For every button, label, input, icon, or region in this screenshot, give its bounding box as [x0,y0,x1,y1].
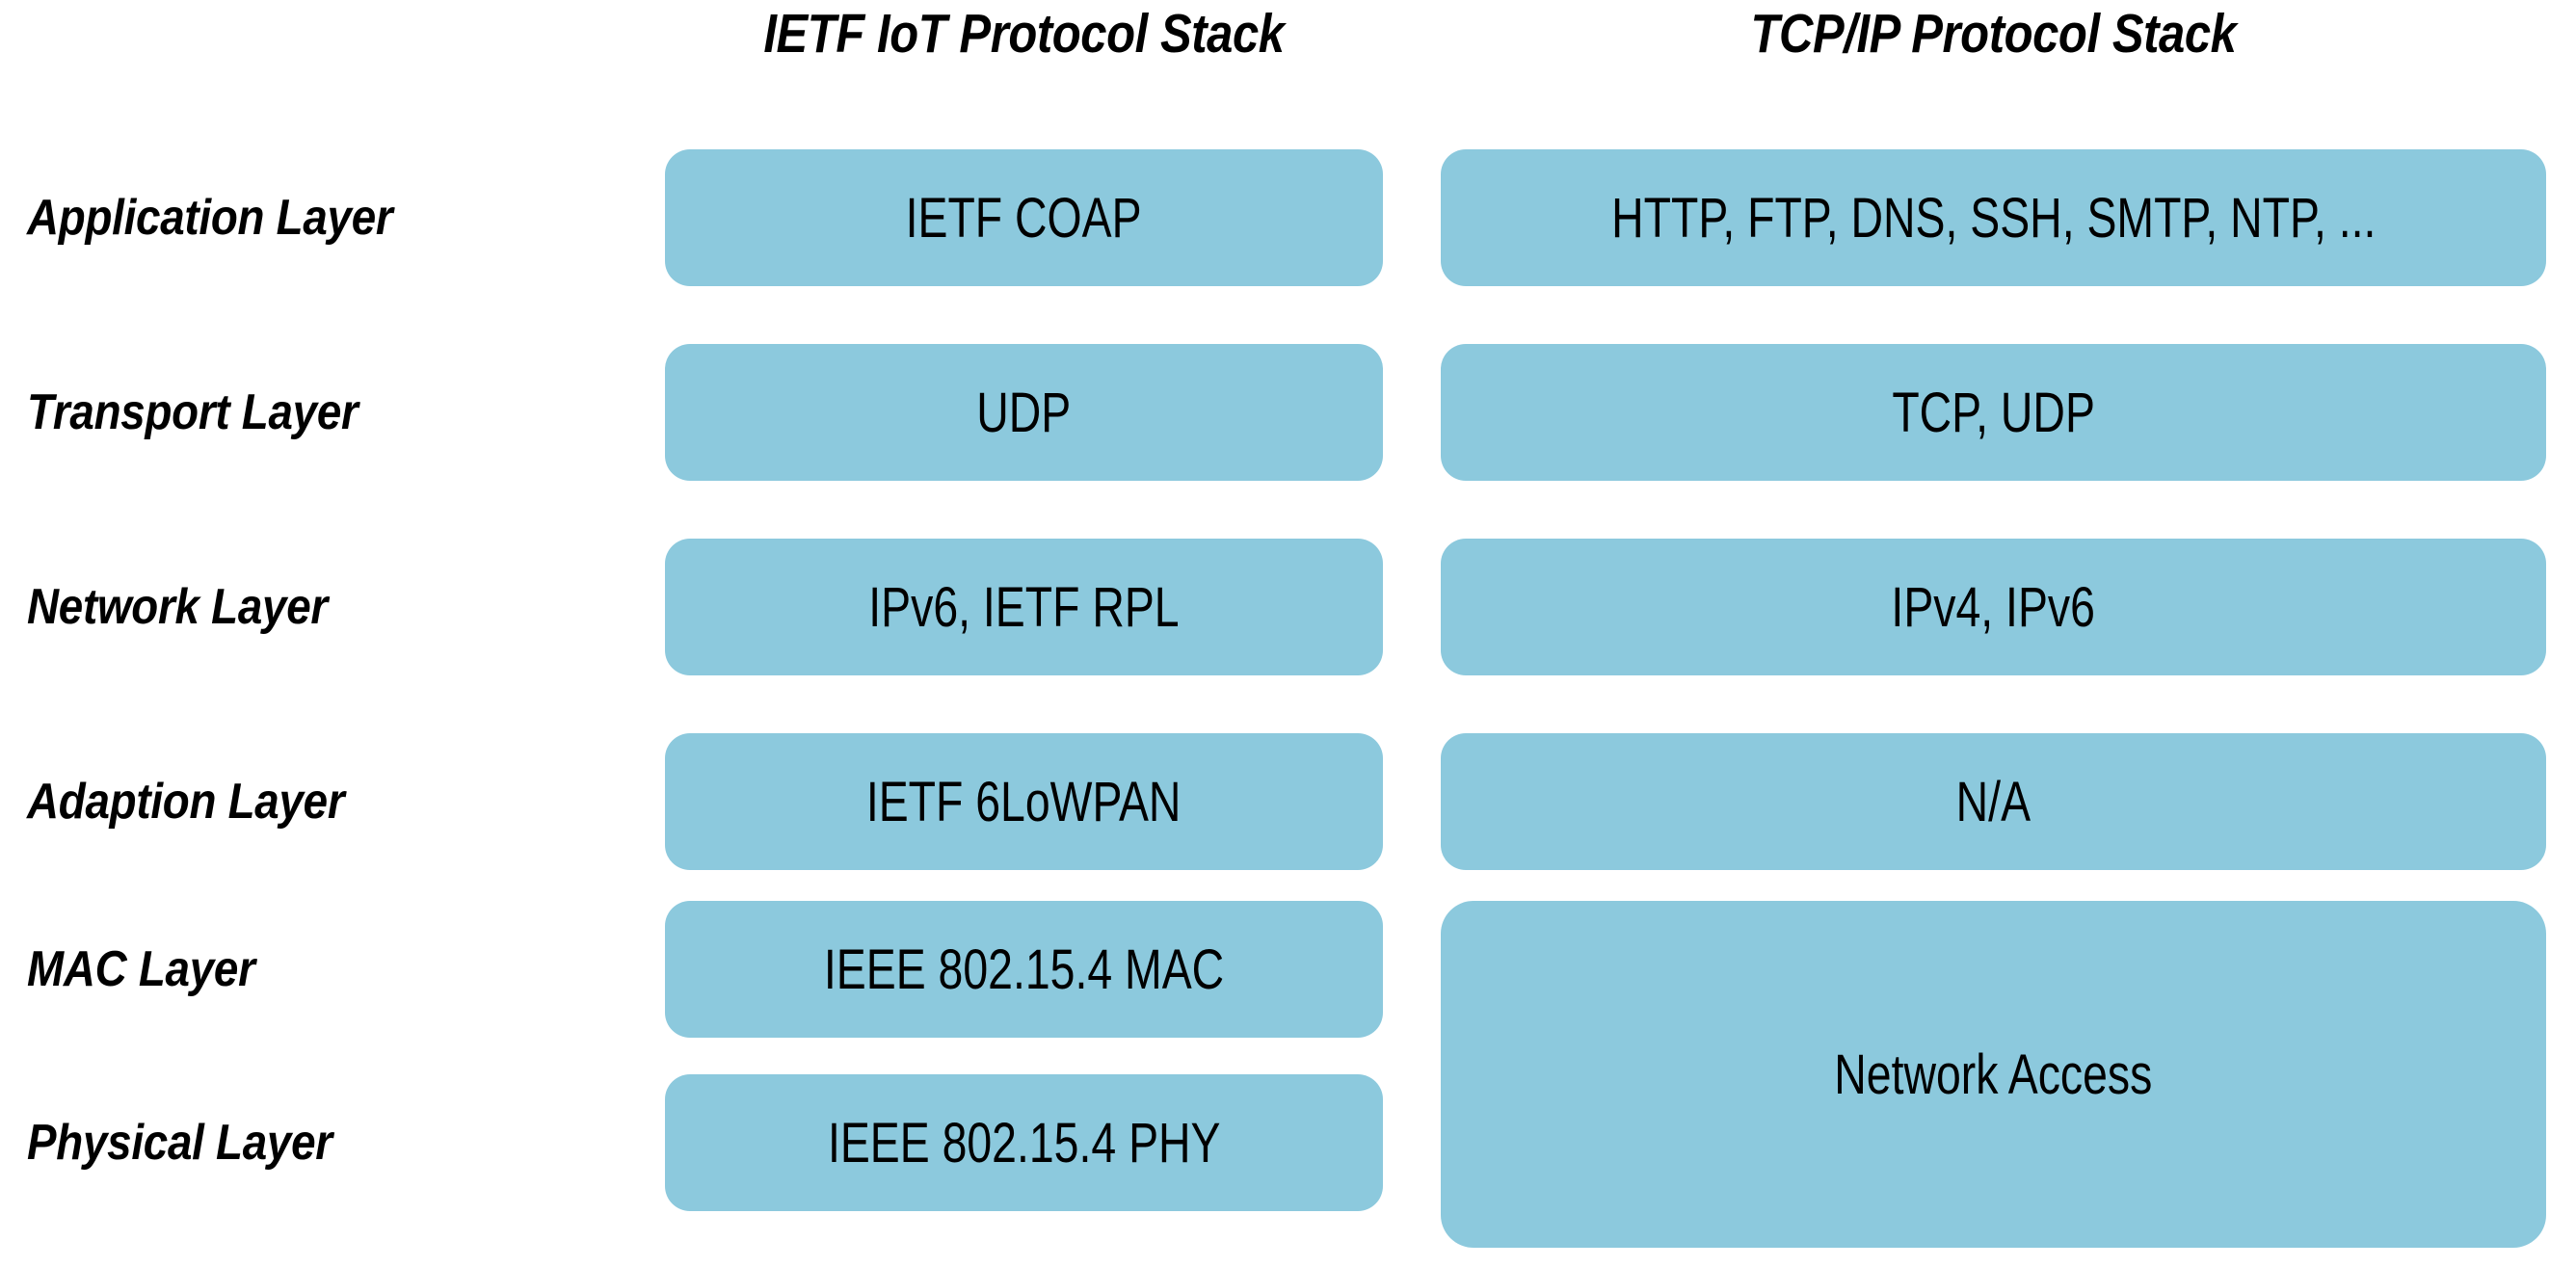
box-tcpip-application: HTTP, FTP, DNS, SSH, SMTP, NTP, ... [1441,149,2546,286]
row-label-mac-layer: MAC Layer [27,901,644,1038]
box-ietf-mac: IEEE 802.15.4 MAC [665,901,1383,1038]
row-label-text: Network Layer [27,579,328,635]
box-label: UDP [976,381,1072,444]
box-ietf-adaption: IETF 6LoWPAN [665,733,1383,870]
box-ietf-application: IETF COAP [665,149,1383,286]
row-label-text: Transport Layer [27,384,359,440]
box-label: IETF 6LoWPAN [866,770,1182,833]
box-tcpip-transport: TCP, UDP [1441,344,2546,481]
box-label: IPv4, IPv6 [1891,575,2096,639]
box-label: TCP, UDP [1892,381,2095,444]
row-label-application-layer: Application Layer [27,149,644,286]
row-label-transport-layer: Transport Layer [27,344,644,481]
column-header-ietf: IETF IoT Protocol Stack [763,3,1285,65]
row-label-text: Application Layer [27,190,393,246]
row-label-text: MAC Layer [27,941,255,997]
box-label: Network Access [1834,1043,2153,1106]
box-label: HTTP, FTP, DNS, SSH, SMTP, NTP, ... [1610,186,2377,250]
box-label: IEEE 802.15.4 PHY [827,1111,1221,1175]
box-label: IEEE 802.15.4 MAC [823,937,1225,1001]
row-label-network-layer: Network Layer [27,539,644,675]
box-label: N/A [1955,770,2032,833]
box-label: IPv6, IETF RPL [868,575,1180,639]
row-label-text: Adaption Layer [27,774,345,830]
box-ietf-network: IPv6, IETF RPL [665,539,1383,675]
box-tcpip-adaption: N/A [1441,733,2546,870]
row-label-physical-layer: Physical Layer [27,1074,644,1211]
box-tcpip-network: IPv4, IPv6 [1441,539,2546,675]
column-header-tcpip: TCP/IP Protocol Stack [1750,3,2237,65]
row-label-adaption-layer: Adaption Layer [27,733,644,870]
box-ietf-physical: IEEE 802.15.4 PHY [665,1074,1383,1211]
box-label: IETF COAP [906,186,1142,250]
box-tcpip-network-access: Network Access [1441,901,2546,1248]
box-ietf-transport: UDP [665,344,1383,481]
row-label-text: Physical Layer [27,1115,332,1171]
